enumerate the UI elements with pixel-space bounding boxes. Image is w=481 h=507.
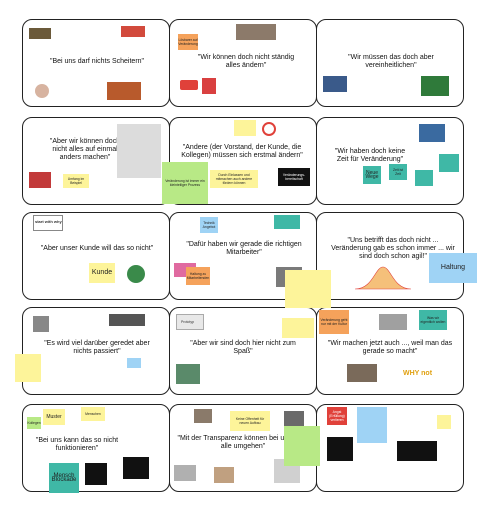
card-weil-man[interactable]: Veränderung geht nur mit der Kultur Was … xyxy=(316,307,464,395)
photo-image xyxy=(379,314,407,330)
sticky-note[interactable] xyxy=(397,441,437,461)
sticky-note[interactable] xyxy=(437,415,451,429)
photo-image xyxy=(121,26,145,37)
start-with-why-logo: start with why xyxy=(33,215,63,231)
sticky-note[interactable] xyxy=(274,215,300,229)
card-auf-einmal[interactable]: "Aber wir können doch nicht alles auf ei… xyxy=(22,117,170,205)
target-icon xyxy=(262,122,276,136)
comic-image xyxy=(117,124,161,178)
quote-text: "Bei uns darf nichts Scheitern" xyxy=(49,58,145,65)
sticky-note[interactable]: Veränderung geht nur mit der Kultur xyxy=(319,310,349,334)
sticky-note[interactable] xyxy=(327,437,353,461)
photo-image xyxy=(174,465,196,481)
card-andere[interactable]: "Andere (der Vorstand, der Kunde, die Ko… xyxy=(162,117,317,205)
sticky-note[interactable] xyxy=(123,457,149,479)
card-funktionieren[interactable]: Muster Menschen Kollegen "Bei uns kann d… xyxy=(22,404,170,493)
quote-text: "Wir müssen das doch aber vereinheitlich… xyxy=(348,54,434,69)
sticky-note[interactable]: Menschen xyxy=(81,407,105,421)
quote-text: "Bei uns kann das so nicht funktionieren… xyxy=(35,437,119,452)
card-scheitern[interactable]: "Bei uns darf nichts Scheitern" xyxy=(22,19,170,107)
photo-image xyxy=(194,409,212,423)
sticky-note[interactable] xyxy=(415,170,433,186)
card-geredet[interactable]: "Es wird viel darüber geredet aber nicht… xyxy=(15,307,170,395)
sticky-note[interactable]: Zeit ist Zeit xyxy=(389,164,407,180)
sticky-note[interactable]: Umfang im Beispiel xyxy=(63,174,89,188)
card-kunde[interactable]: start with why "Aber unser Kunde will da… xyxy=(22,212,170,300)
sticky-note[interactable] xyxy=(282,318,314,338)
photo-image xyxy=(29,28,51,39)
photo-image xyxy=(347,364,377,382)
logo-image xyxy=(180,80,198,90)
card-spass[interactable]: Prototyp "Aber wir sind doch hier nicht … xyxy=(169,307,317,395)
sticky-note[interactable]: Durch Einlassen und mitmachen auch ander… xyxy=(210,170,258,188)
sticky-note[interactable]: Veränderungs-bereitschaft xyxy=(278,168,310,186)
quote-text: "Aber wir können doch nicht alles auf ei… xyxy=(49,138,121,161)
photo-image xyxy=(284,411,304,427)
illustration-icon xyxy=(29,172,51,188)
prototype-image: Prototyp xyxy=(176,314,204,330)
sticky-note[interactable]: Muster xyxy=(43,409,65,425)
photo-image xyxy=(214,467,234,483)
logo-text: start with why xyxy=(35,219,62,224)
sticky-note[interactable] xyxy=(234,120,256,136)
sticky-note[interactable]: Technik Angebot xyxy=(200,217,218,233)
sticky-note[interactable] xyxy=(85,463,107,485)
card-haltung[interactable]: "Uns betrifft das doch nicht ... Verände… xyxy=(316,212,477,300)
card-aendern[interactable]: Lösbarer auf Veränderung "Wir können doc… xyxy=(169,19,317,107)
photo-image xyxy=(176,364,200,384)
card-zeit[interactable]: "Wir haben doch keine Zeit für Veränderu… xyxy=(316,117,464,205)
sticky-note[interactable]: Haltung zu Mitarbeitenden xyxy=(186,267,210,285)
illustration-icon xyxy=(33,316,49,332)
sticky-note[interactable]: Haltung xyxy=(429,253,477,283)
illustration-icon xyxy=(127,265,145,283)
sticky-note[interactable] xyxy=(15,354,41,382)
quote-text: "Mit der Transparenz können bei uns nich… xyxy=(177,435,309,450)
glasses-photo xyxy=(109,314,145,326)
sticky-note[interactable]: Mensch Blockade xyxy=(49,463,79,493)
sticky-note[interactable]: Angst (Erfüllung) verlieren xyxy=(327,407,347,425)
sticky-note[interactable] xyxy=(285,270,331,308)
quote-text: "Wir haben doch keine Zeit für Veränderu… xyxy=(334,148,406,163)
beer-photo xyxy=(421,76,449,96)
sticky-note[interactable]: Kollegen xyxy=(27,417,41,429)
card-extra[interactable]: Angst (Erfüllung) verlieren xyxy=(316,404,464,492)
quote-text: "Aber wir sind doch hier nicht zum Spaß" xyxy=(190,340,296,355)
sticky-note[interactable] xyxy=(284,426,320,466)
illustration-icon xyxy=(35,84,49,98)
sticky-note[interactable]: Veränderung ist immer ein kleinteiliger … xyxy=(162,162,208,204)
sticky-note[interactable] xyxy=(357,407,387,443)
sticky-note[interactable] xyxy=(127,358,141,368)
clock-icon xyxy=(419,124,445,142)
sticky-note[interactable]: Keine Offenheit für neuen Aufbau xyxy=(230,411,270,431)
quote-text: "Aber unser Kunde will das so nicht" xyxy=(40,245,154,252)
quote-text: "Es wird viel darüber geredet aber nicht… xyxy=(44,340,150,355)
quote-text: "Wir können doch nicht ständig alles änd… xyxy=(197,54,295,69)
quote-text: "Dafür haben wir gerade die richtigen Mi… xyxy=(186,241,302,256)
quote-text: "Wir machen jetzt auch ..., weil man das… xyxy=(327,340,453,355)
logo-text: WHY not xyxy=(403,370,433,377)
photo-image xyxy=(236,24,276,40)
card-vereinheitlichen[interactable]: "Wir müssen das doch aber vereinheitlich… xyxy=(316,19,464,107)
quote-text: "Uns betrifft das doch nicht ... Verände… xyxy=(331,237,455,260)
why-not-logo: WHY not xyxy=(403,364,443,384)
sticky-note[interactable]: Lösbarer auf Veränderung xyxy=(178,34,198,50)
sticky-note[interactable]: Kunde xyxy=(89,263,115,283)
quote-text: "Andere (der Vorstand, der Kunde, die Ko… xyxy=(181,144,303,159)
sticky-note[interactable]: Was wir eigentlich wollen xyxy=(419,310,447,330)
adoption-curve xyxy=(354,266,412,290)
fire-photo xyxy=(107,82,141,100)
sticky-note[interactable] xyxy=(439,154,459,172)
image-label: Prototyp xyxy=(181,320,195,324)
photo-image xyxy=(323,76,347,92)
pdf-icon xyxy=(202,78,216,94)
sticky-note[interactable]: Neue Wege xyxy=(363,166,381,184)
